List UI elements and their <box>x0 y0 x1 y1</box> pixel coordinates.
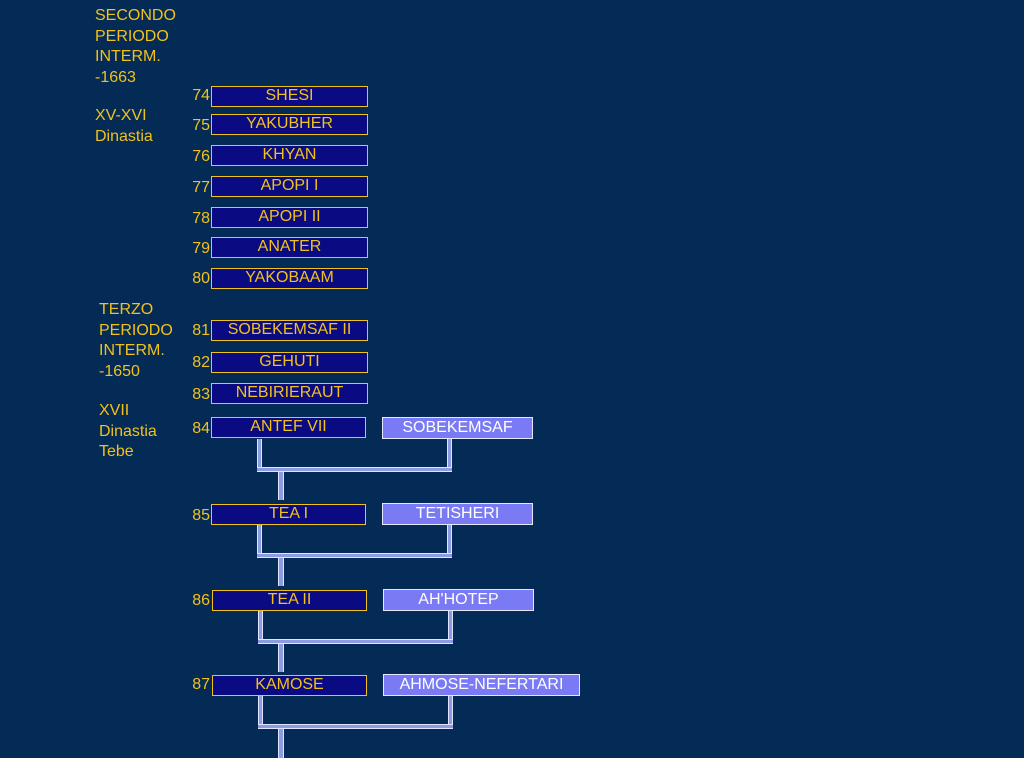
king-box-yakobaam: YAKOBAAM <box>211 268 368 289</box>
king-number: 77 <box>192 179 210 196</box>
king-box-khyan: KHYAN <box>211 145 368 166</box>
king-number: 83 <box>192 386 210 403</box>
king-number: 87 <box>192 676 210 693</box>
king-number: 78 <box>192 210 210 227</box>
marriage-connector-left <box>258 611 263 644</box>
king-number: 84 <box>192 420 210 437</box>
king-number: 85 <box>192 507 210 524</box>
king-number: 79 <box>192 240 210 257</box>
descent-connector <box>278 558 284 586</box>
king-number: 86 <box>192 592 210 609</box>
king-number: 81 <box>192 322 210 339</box>
marriage-connector-right <box>447 525 452 558</box>
section-label-third-intermediate: TERZO PERIODO INTERM. -1650 <box>99 301 173 380</box>
king-box-tea-i: TEA I <box>211 504 366 525</box>
marriage-connector-bottom <box>258 639 453 644</box>
marriage-connector-right <box>448 611 453 644</box>
marriage-connector-left <box>258 696 263 729</box>
king-number: 76 <box>192 148 210 165</box>
king-box-gehuti: GEHUTI <box>211 352 368 373</box>
king-number: 75 <box>192 117 210 134</box>
queen-box-tetisheri: TETISHERI <box>382 503 533 525</box>
section-label-dynasty-xv-xvi: XV-XVI Dinastia <box>95 107 153 145</box>
queen-box-ahhotep: AH'HOTEP <box>383 589 534 611</box>
king-number: 74 <box>192 87 210 104</box>
king-box-apopi-ii: APOPI II <box>211 207 368 228</box>
marriage-connector-bottom <box>257 553 452 558</box>
marriage-connector-bottom <box>257 467 452 472</box>
king-number: 80 <box>192 270 210 287</box>
descent-connector <box>278 472 284 500</box>
section-label-second-intermediate: SECONDO PERIODO INTERM. -1663 <box>95 7 176 86</box>
section-label-dynasty-xvii: XVII Dinastia Tebe <box>99 402 157 460</box>
queen-box-ahmose-nefertari: AHMOSE-NEFERTARI <box>383 674 580 696</box>
queen-box-sobekemsaf: SOBEKEMSAF <box>382 417 533 439</box>
marriage-connector-left <box>257 525 262 558</box>
king-box-apopi-i: APOPI I <box>211 176 368 197</box>
descent-connector <box>278 729 284 758</box>
king-box-sobekemsaf-ii: SOBEKEMSAF II <box>211 320 368 341</box>
king-box-nebirieraut: NEBIRIERAUT <box>211 383 368 404</box>
marriage-connector-right <box>448 696 453 729</box>
marriage-connector-left <box>257 439 262 472</box>
king-box-antef-vii: ANTEF VII <box>211 417 366 438</box>
descent-connector <box>278 644 284 672</box>
king-box-anater: ANATER <box>211 237 368 258</box>
king-box-tea-ii: TEA II <box>212 590 367 611</box>
marriage-connector-right <box>447 439 452 472</box>
marriage-connector-bottom <box>258 724 453 729</box>
king-number: 82 <box>192 354 210 371</box>
king-box-yakubher: YAKUBHER <box>211 114 368 135</box>
king-box-kamose: KAMOSE <box>212 675 367 696</box>
king-box-shesi: SHESI <box>211 86 368 107</box>
